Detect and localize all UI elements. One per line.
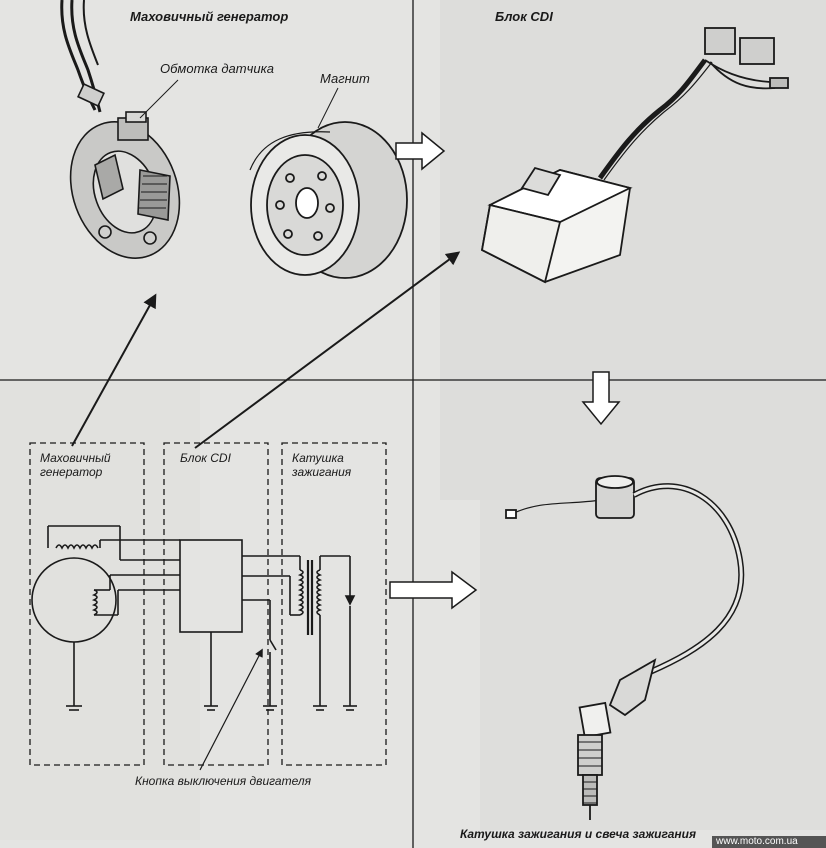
ignition-coil-box-label: Катушка зажигания [292, 452, 372, 480]
sensor-winding-leader [140, 80, 178, 118]
hollow-arrow-to-coil [390, 572, 476, 608]
sensor-winding-label: Обмотка датчика [160, 62, 274, 77]
hollow-arrow-to-cdi [396, 133, 444, 169]
arrow-cdi-to-unit [195, 253, 458, 448]
kill-switch-label: Кнопка выключения двигателя [135, 775, 311, 789]
coil-and-plug-caption: Катушка зажигания и свеча зажигания [460, 828, 696, 842]
flywheel-generator-box-label: Маховичный генератор [40, 452, 132, 480]
magnet-leader [318, 88, 338, 128]
cdi-unit-title: Блок CDI [495, 10, 553, 25]
magnet-illustration [250, 122, 407, 278]
stator-illustration [52, 0, 198, 274]
flywheel-generator-title: Маховичный генератор [130, 10, 288, 25]
magnet-label: Магнит [320, 72, 370, 87]
watermark: www.moto.com.ua [716, 836, 798, 848]
cdi-box-label: Блок CDI [180, 452, 231, 466]
coil-box [282, 443, 386, 765]
